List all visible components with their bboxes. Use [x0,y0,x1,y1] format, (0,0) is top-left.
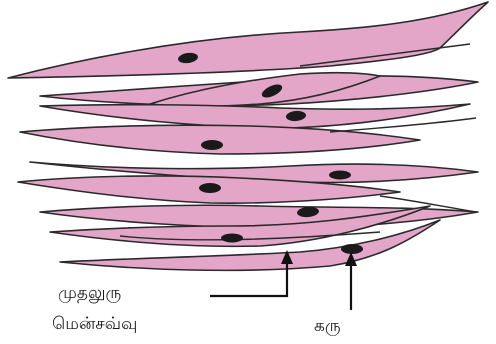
nucleus-8 [221,234,243,243]
nucleus-9 [341,244,363,254]
nucleus-label: கரு [314,316,341,336]
muscle-cell-4 [40,104,470,128]
cell-layer [8,2,488,270]
nucleus-5 [329,171,351,180]
nucleus-4 [201,140,223,150]
nucleus-6 [199,183,221,193]
plasma-membrane-label-line2: மென்சவ்வு [52,314,137,334]
muscle-cell-1 [8,2,488,78]
plasma-membrane-label-line1: முதலுரு [58,283,121,303]
